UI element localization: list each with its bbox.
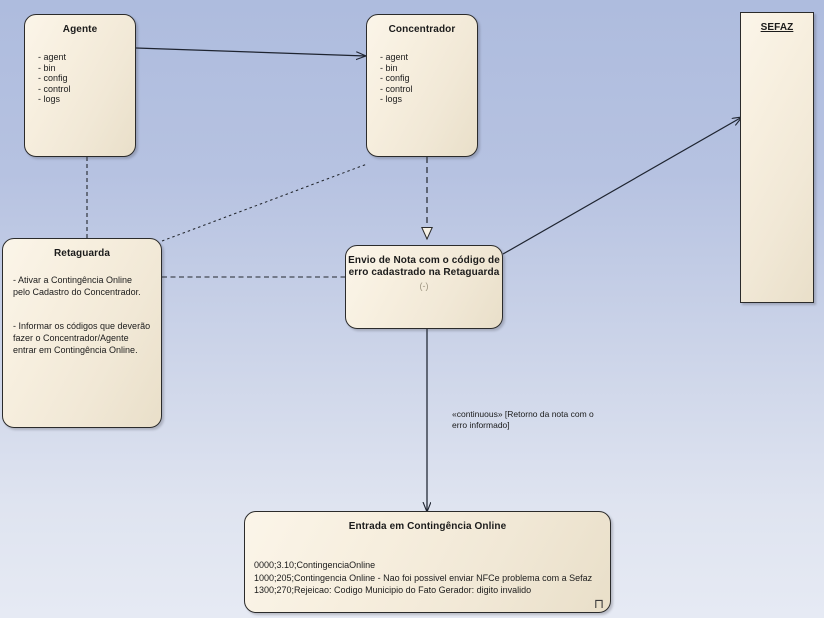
attribute-item: - logs <box>380 94 403 104</box>
attribute-item: - bin <box>380 62 398 73</box>
edge-label-continuous: «continuous» [Retorno da nota com o erro… <box>452 409 594 430</box>
attribute-item: - bin <box>38 62 56 73</box>
edge-agente-to-concentrador <box>135 47 366 56</box>
node-retaguarda[interactable]: Retaguarda - Ativar a Contingência Onlin… <box>2 238 162 428</box>
node-agente[interactable]: Agente - agent - bin - config - control … <box>24 14 136 157</box>
node-agente-attributes: - agent - bin - config - control - logs <box>25 36 135 105</box>
node-envio-de-nota[interactable]: Envio de Nota com o código de erro cadas… <box>345 245 503 329</box>
code-line: 1000;205;Contingencia Online - Nao foi p… <box>254 572 593 583</box>
node-retaguarda-body: - Ativar a Contingência Online pelo Cada… <box>3 260 161 356</box>
attribute-item: - control <box>380 83 413 94</box>
node-envio-de-nota-title: Envio de Nota com o código de erro cadas… <box>348 255 500 278</box>
attribute-item: - agent <box>38 52 67 62</box>
attribute-item: - logs <box>38 94 61 104</box>
edge-envio-to-sefaz <box>502 117 742 255</box>
pin-icon: ⊓ <box>593 596 604 611</box>
node-concentrador-attributes: - agent - bin - config - control - logs <box>367 36 477 105</box>
retaguarda-paragraph: - Informar os códigos que deverão fazer … <box>13 321 151 355</box>
node-retaguarda-title: Retaguarda <box>53 248 110 259</box>
node-concentrador[interactable]: Concentrador - agent - bin - config - co… <box>366 14 478 157</box>
node-concentrador-title: Concentrador <box>388 24 456 35</box>
code-line: 0000;3.10;ContingenciaOnline <box>254 560 376 570</box>
edge-retaguarda-to-concentrador <box>161 163 368 242</box>
node-agente-title: Agente <box>62 24 98 35</box>
attribute-item: - config <box>38 73 68 83</box>
node-entrada-title: Entrada em Contingência Online <box>348 521 507 532</box>
node-sefaz[interactable]: SEFAZ <box>740 12 814 303</box>
attribute-item: - config <box>380 73 410 83</box>
code-line: 1300;270;Rejeicao: Codigo Municipio do F… <box>254 585 532 595</box>
node-entrada-code-lines: 0000;3.10;ContingenciaOnline 1000;205;Co… <box>245 533 610 597</box>
node-entrada-contingencia-online[interactable]: Entrada em Contingência Online 0000;3.10… <box>244 511 611 613</box>
attribute-item: - control <box>38 83 71 94</box>
node-envio-de-nota-subtitle: (-) <box>419 281 429 291</box>
retaguarda-paragraph: - Ativar a Contingência Online pelo Cada… <box>13 275 141 297</box>
attribute-item: - agent <box>380 52 409 62</box>
node-sefaz-title: SEFAZ <box>760 22 794 33</box>
